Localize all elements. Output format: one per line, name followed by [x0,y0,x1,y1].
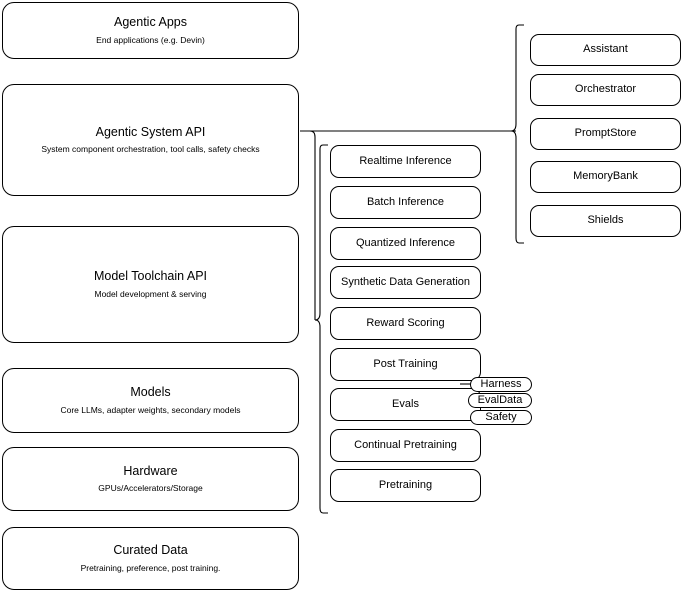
eval-pill-safety[interactable]: Safety [470,410,532,425]
layer-subtitle: Core LLMs, adapter weights, secondary mo… [60,404,241,415]
agentic-component-label: PromptStore [574,127,637,140]
agentic-component-label: Shields [587,214,624,227]
toolchain-item-batch-inference[interactable]: Batch Inference [330,186,481,219]
layer-agentic-system-api[interactable]: Agentic System API System component orch… [2,84,299,196]
toolchain-item-continual-pretraining[interactable]: Continual Pretraining [330,429,481,462]
layer-title: Models [130,385,171,400]
agentic-component-label: MemoryBank [573,170,638,183]
layer-hardware[interactable]: Hardware GPUs/Accelerators/Storage [2,447,299,511]
agentic-component-assistant[interactable]: Assistant [530,34,681,66]
layer-title: Hardware [123,463,178,478]
layer-subtitle: Model development & serving [94,288,207,299]
layer-subtitle: End applications (e.g. Devin) [96,34,205,45]
agentic-component-promptstore[interactable]: PromptStore [530,118,681,150]
agentic-component-memorybank[interactable]: MemoryBank [530,161,681,193]
toolchain-item-label: Quantized Inference [355,236,456,249]
layer-title: Curated Data [113,543,188,558]
toolchain-item-pretraining[interactable]: Pretraining [330,469,481,502]
layer-model-toolchain-api[interactable]: Model Toolchain API Model development & … [2,226,299,343]
toolchain-connector-line [300,130,316,320]
eval-pill-evaldata[interactable]: EvalData [468,393,532,408]
layer-subtitle: GPUs/Accelerators/Storage [98,483,203,494]
layer-title: Agentic Apps [114,15,187,30]
toolchain-item-reward-scoring[interactable]: Reward Scoring [330,307,481,340]
toolchain-item-synthetic-data-generation[interactable]: Synthetic Data Generation [330,266,481,299]
toolchain-item-label: Post Training [373,357,438,370]
toolchain-item-label: Batch Inference [366,195,445,208]
toolchain-item-realtime-inference[interactable]: Realtime Inference [330,145,481,178]
layer-subtitle: Pretraining, preference, post training. [80,562,221,573]
agentic-component-label: Assistant [583,43,628,56]
toolchain-item-label: Continual Pretraining [354,438,457,451]
layer-title: Agentic System API [95,124,206,139]
agentic-component-shields[interactable]: Shields [530,205,681,237]
toolchain-item-evals[interactable]: Evals [330,388,481,421]
agentic-component-label: Orchestrator [574,83,637,96]
toolchain-item-post-training[interactable]: Post Training [330,348,481,381]
middle-column-brace [314,144,328,514]
right-column-brace [510,24,524,244]
eval-pill-label: EvalData [477,394,523,406]
toolchain-item-label: Evals [392,397,419,410]
eval-pill-label: Harness [480,378,522,390]
toolchain-item-label: Synthetic Data Generation [340,275,471,288]
toolchain-item-label: Reward Scoring [366,316,445,329]
toolchain-item-quantized-inference[interactable]: Quantized Inference [330,227,481,260]
eval-pill-label: Safety [485,411,517,423]
layer-models[interactable]: Models Core LLMs, adapter weights, secon… [2,368,299,433]
toolchain-item-label: Realtime Inference [359,154,452,167]
layer-agentic-apps[interactable]: Agentic Apps End applications (e.g. Devi… [2,2,299,59]
agentic-component-orchestrator[interactable]: Orchestrator [530,74,681,106]
layer-subtitle: System component orchestration, tool cal… [41,144,260,155]
toolchain-item-label: Pretraining [378,478,433,491]
layer-curated-data[interactable]: Curated Data Pretraining, preference, po… [2,527,299,590]
eval-pill-harness[interactable]: Harness [470,377,532,392]
layer-title: Model Toolchain API [93,269,208,284]
